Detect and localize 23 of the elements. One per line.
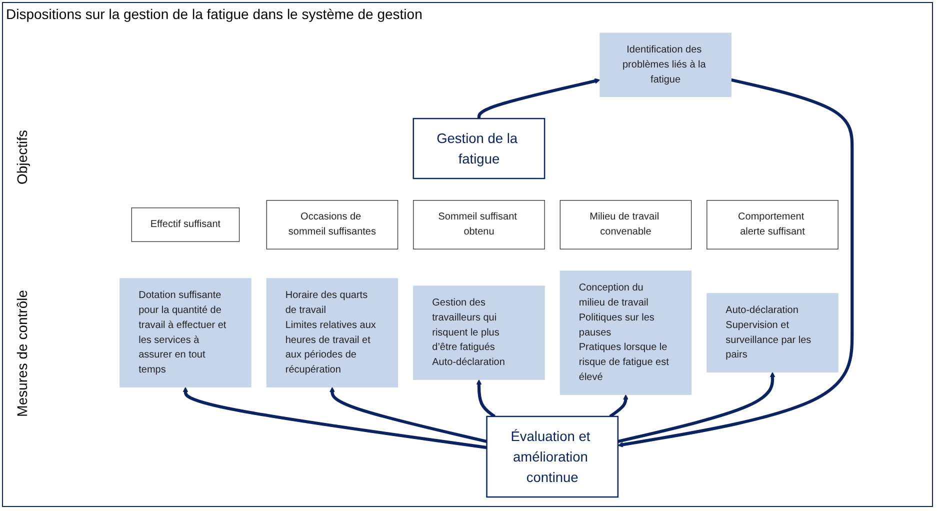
node-box: Évaluation et amélioration continue [486,416,619,498]
node-box: Identification des problèmes liés à la fatigue [600,32,732,97]
arrow [329,386,488,443]
arrow [476,379,496,418]
node-box: Gestion de la fatigue [412,118,546,180]
node-box: Conception du milieu de travail Politiques sur les pauses Pratiques lorsque le risque de fatigue est élevé [560,270,692,395]
node-box: Occasions de sommeil suffisantes [266,200,398,250]
arrow [182,386,487,450]
node-box: Effectif suffisant [131,208,240,242]
arrow [477,78,600,119]
arrow [609,394,628,418]
node-box: Gestion des travailleurs qui risquent le plus d’être fatigués Auto-déclaration [413,286,545,380]
node-box: Comportement alerte suffisant [706,200,838,250]
row-label: Objectifs [14,130,30,184]
node-box: Milieu de travail convenable [560,200,692,250]
diagram-title: Dispositions sur la gestion de la fatigue dans le système de gestion [6,6,422,22]
arrow [618,78,854,448]
node-box: Dotation suffisante pour la quantité de travail à effectuer et les services à assurer en tout temps [120,278,252,388]
row-label: Mesures de contrôle [14,290,30,417]
node-box: Sommeil suffisant obtenu [413,200,545,250]
arrow [618,372,776,443]
node-box: Auto-déclaration Supervision et surveillance par les pairs [706,293,838,372]
node-box: Horaire des quarts de travail Limites relatives aux heures de travail et aux périodes de récupération [266,278,398,388]
